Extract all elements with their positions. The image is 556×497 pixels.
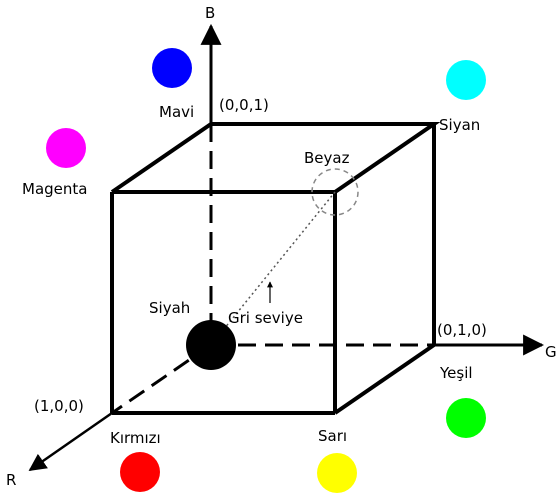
blue-dot <box>152 48 192 88</box>
gri-seviye-label: Gri seviye <box>228 309 303 327</box>
green-dot <box>446 398 486 438</box>
beyaz-label: Beyaz <box>304 149 350 167</box>
sari-label: Sarı <box>318 427 347 445</box>
cyan-dot <box>446 60 486 100</box>
kirmizi-coord-label: (1,0,0) <box>34 397 84 415</box>
cube-edges <box>110 122 441 415</box>
siyan-label: Siyan <box>439 116 480 134</box>
red-dot <box>120 452 160 492</box>
white-corner-circle <box>311 168 359 216</box>
r-axis-solid <box>28 411 113 472</box>
magenta-label: Magenta <box>22 180 87 198</box>
magenta-dot <box>46 128 86 168</box>
cube-bottom-right-edge <box>333 343 436 415</box>
yesil-coord-label: (0,1,0) <box>437 321 487 339</box>
mavi-label: Mavi <box>159 103 194 121</box>
siyah-label: Siyah <box>149 299 190 317</box>
kirmizi-label: Kırmızı <box>110 429 161 447</box>
g-axis-label: G <box>545 343 556 361</box>
yellow-dot <box>317 453 357 493</box>
yesil-label: Yeşil <box>439 364 473 382</box>
mavi-coord-label: (0,0,1) <box>219 96 269 114</box>
r-axis-dashed <box>111 343 212 415</box>
black-origin-dot <box>186 320 236 370</box>
b-axis-label: B <box>205 4 215 22</box>
r-axis-label: R <box>6 471 16 489</box>
cube-top-face <box>110 122 441 194</box>
